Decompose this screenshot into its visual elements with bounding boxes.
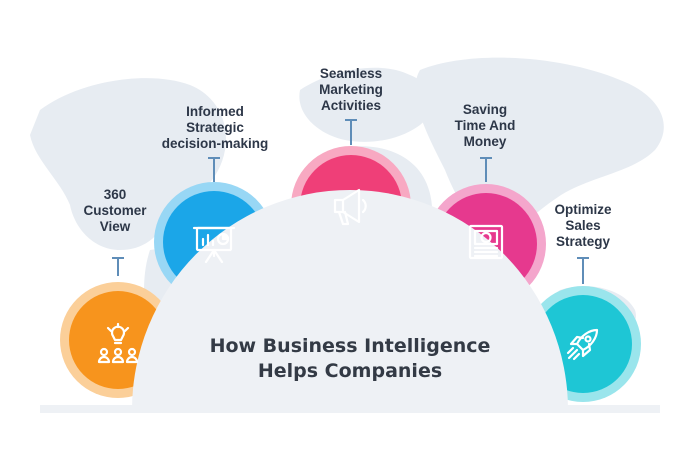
- label-saving-time-money: Saving Time And Money: [454, 102, 516, 149]
- label-customer-view: 360 Customer View: [83, 187, 147, 234]
- center-title: How Business Intelligence Helps Companie…: [209, 335, 491, 382]
- rocket-icon: [566, 328, 599, 361]
- presentation-board-icon: [192, 226, 236, 264]
- center-dome: [132, 190, 568, 410]
- connectors: [112, 119, 589, 284]
- megaphone-icon: [333, 188, 367, 226]
- money-banknote-icon: [468, 224, 504, 260]
- customer-lightbulb-icon: [97, 322, 139, 364]
- label-informed-decision-making: Informed Strategic decision-making: [161, 104, 269, 151]
- label-optimize-sales: Optimize Sales Strategy: [554, 202, 612, 249]
- icons: [97, 188, 599, 364]
- label-seamless-marketing: Seamless Marketing Activities: [319, 66, 383, 113]
